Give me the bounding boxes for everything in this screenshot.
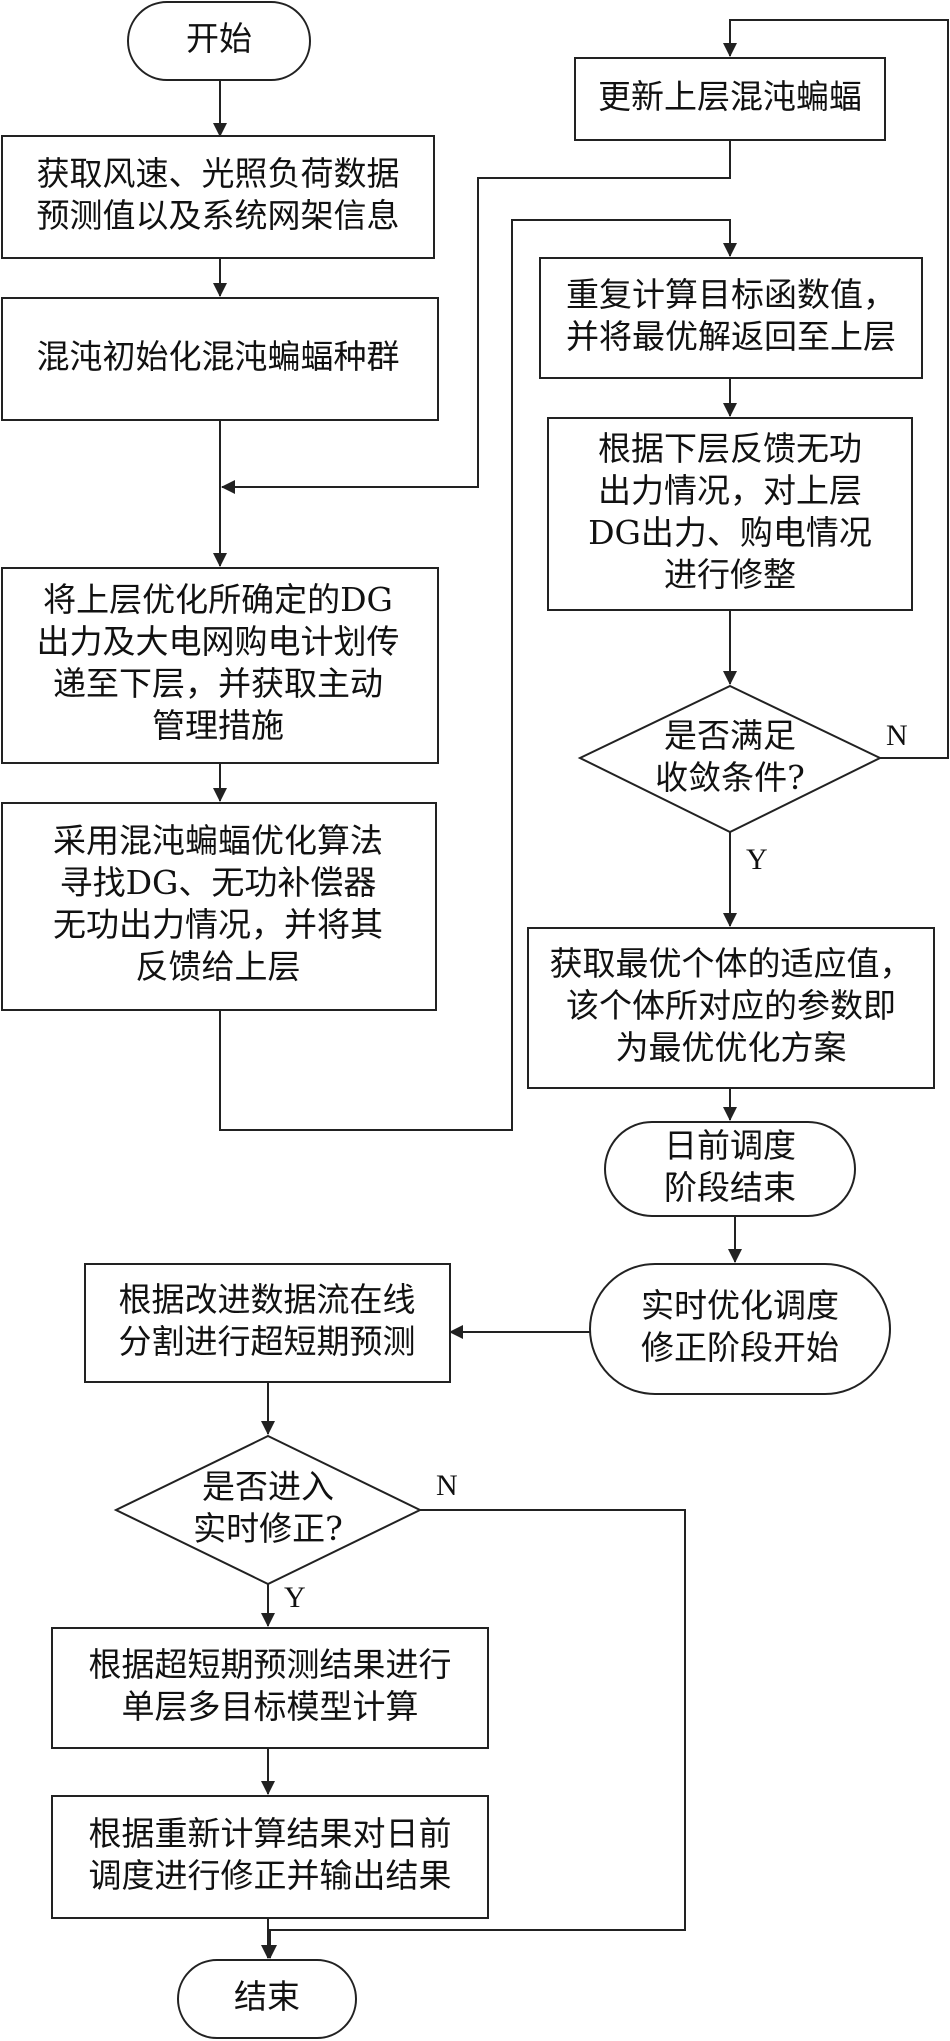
node-dayahead-end-text: 日前调度阶段结束: [664, 1126, 796, 1207]
node-text-line: 混沌初始化混沌蝙蝠种群: [37, 337, 400, 376]
edges: [213, 19, 949, 1959]
edge-converge-no-to-update-upper: [723, 19, 949, 759]
node-enter-realtime: 是否进入实时修正?: [113, 1434, 423, 1586]
node-chaos-init: 混沌初始化混沌蝙蝠种群: [1, 297, 439, 421]
node-text-line: 结束: [234, 1977, 300, 2016]
node-chaos-init-text: 混沌初始化混沌蝙蝠种群: [37, 337, 400, 376]
node-text-line: 收敛条件?: [655, 758, 805, 797]
node-dayahead-end: 日前调度阶段结束: [604, 1121, 856, 1217]
node-best-individual: 获取最优个体的适应值，该个体所对应的参数即为最优优化方案: [527, 927, 935, 1089]
node-text-line: 无功出力情况，并将其: [53, 905, 383, 944]
edge-update-upper-to-left-merge: [221, 140, 731, 494]
node-ultra-short: 根据改进数据流在线分割进行超短期预测: [84, 1263, 451, 1383]
node-start-text: 开始: [186, 19, 252, 58]
node-converge: 是否满足收敛条件?: [577, 684, 883, 834]
node-text-line: 寻找DG、无功补偿器: [60, 863, 377, 902]
node-correct-output: 根据重新计算结果对日前调度进行修正并输出结果: [51, 1795, 489, 1919]
node-lower-opt: 采用混沌蝙蝠优化算法寻找DG、无功补偿器无功出力情况，并将其反馈给上层: [1, 802, 437, 1011]
node-text-line: 修正阶段开始: [641, 1328, 839, 1367]
edge-lower-opt-to-recompute: [219, 219, 737, 1131]
node-text-line: 获取风速、光照负荷数据: [37, 154, 400, 193]
node-lower-opt-text: 采用混沌蝙蝠优化算法寻找DG、无功补偿器无功出力情况，并将其反馈给上层: [53, 821, 383, 986]
node-update-upper: 更新上层混沌蝙蝠: [574, 57, 886, 141]
node-ultra-short-text: 根据改进数据流在线分割进行超短期预测: [119, 1280, 416, 1361]
node-end: 结束: [177, 1959, 357, 2039]
node-text-line: 是否进入: [202, 1467, 334, 1506]
node-end-text: 结束: [234, 1977, 300, 2016]
node-single-layer: 根据超短期预测结果进行单层多目标模型计算: [51, 1627, 489, 1749]
label-realtime-yes: Y: [284, 1581, 306, 1614]
node-get-data-text: 获取风速、光照负荷数据预测值以及系统网架信息: [37, 154, 400, 235]
label-converge-no: N: [886, 719, 908, 752]
node-update-upper-text: 更新上层混沌蝙蝠: [598, 77, 862, 116]
node-start: 开始: [127, 1, 311, 81]
label-realtime-no: N: [436, 1469, 458, 1502]
node-text-line: 开始: [186, 19, 252, 58]
node-text-line: 实时优化调度: [641, 1286, 839, 1325]
node-text-line: 采用混沌蝙蝠优化算法: [53, 821, 383, 860]
node-text-line: 更新上层混沌蝙蝠: [598, 77, 862, 116]
edge-enter-realtime-no-to-end: [263, 1509, 686, 1959]
node-text-line: 该个体所对应的参数即: [566, 986, 896, 1025]
node-text-line: 进行修整: [664, 555, 796, 594]
node-text-line: 重复计算目标函数值，: [566, 275, 896, 314]
node-recompute-text: 重复计算目标函数值，并将最优解返回至上层: [566, 275, 896, 356]
node-converge-text: 是否满足收敛条件?: [655, 716, 805, 797]
node-text-line: 根据下层反馈无功: [598, 429, 862, 468]
node-text-line: 调度进行修正并输出结果: [89, 1856, 452, 1895]
node-text-line: 并将最优解返回至上层: [566, 317, 896, 356]
node-text-line: 根据超短期预测结果进行: [89, 1645, 452, 1684]
node-enter-realtime-text: 是否进入实时修正?: [193, 1467, 343, 1548]
node-realtime-start-text: 实时优化调度修正阶段开始: [641, 1286, 839, 1367]
label-converge-yes: Y: [746, 843, 768, 876]
node-realtime-start: 实时优化调度修正阶段开始: [589, 1263, 891, 1395]
node-text-line: 为最优优化方案: [616, 1028, 847, 1067]
node-text-line: 实时修正?: [193, 1509, 343, 1548]
node-recompute: 重复计算目标函数值，并将最优解返回至上层: [539, 257, 923, 379]
node-text-line: 根据重新计算结果对日前: [89, 1814, 452, 1853]
node-text-line: 管理措施: [152, 706, 284, 745]
node-text-line: 出力情况，对上层: [598, 471, 862, 510]
node-single-layer-text: 根据超短期预测结果进行单层多目标模型计算: [89, 1645, 452, 1726]
node-best-individual-text: 获取最优个体的适应值，该个体所对应的参数即为最优优化方案: [550, 944, 913, 1067]
node-text-line: 将上层优化所确定的DG: [43, 580, 393, 619]
node-text-line: 反馈给上层: [136, 947, 301, 986]
node-text-line: 出力及大电网购电计划传: [37, 622, 400, 661]
node-text-line: 日前调度: [664, 1126, 796, 1165]
node-text-line: 递至下层，并获取主动: [53, 664, 383, 703]
node-text-line: 根据改进数据流在线: [119, 1280, 416, 1319]
node-text-line: 分割进行超短期预测: [119, 1322, 416, 1361]
node-get-data: 获取风速、光照负荷数据预测值以及系统网架信息: [1, 135, 435, 259]
node-correct-output-text: 根据重新计算结果对日前调度进行修正并输出结果: [89, 1814, 452, 1895]
node-text-line: 预测值以及系统网架信息: [37, 196, 400, 235]
node-text-line: 单层多目标模型计算: [122, 1687, 419, 1726]
node-text-line: 阶段结束: [664, 1168, 796, 1207]
node-text-line: DG出力、购电情况: [588, 513, 872, 552]
node-text-line: 是否满足: [664, 716, 796, 755]
node-text-line: 获取最优个体的适应值，: [550, 944, 913, 983]
